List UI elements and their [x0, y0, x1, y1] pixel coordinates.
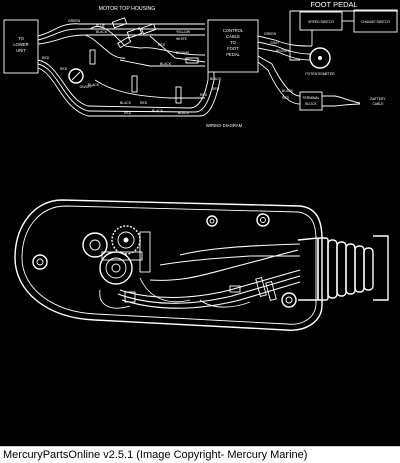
wire-label: RED [124, 111, 132, 115]
terminal-block-label-1: TERMINAL [302, 96, 319, 100]
lower-unit-box: TO LOWER UNIT [3, 19, 39, 74]
wire-label: BLACK [88, 83, 100, 87]
wiring-diagram: TO LOWER UNIT MOTOR TOP HOUSING CONTROL … [3, 0, 398, 128]
wire-label: GREEN [264, 32, 277, 36]
terminal-block-label-2: BLOCK [305, 102, 317, 106]
wire-label: GREEN [68, 19, 81, 23]
control-cable-label-5: PEDAL [226, 52, 240, 57]
control-cable-label-2: CABLE [226, 34, 240, 39]
speed-switch-label: SPEED SWITCH [308, 20, 334, 24]
wire-label: RED [282, 96, 290, 100]
wire-label: BLUE [96, 24, 106, 28]
harness-components [89, 17, 199, 104]
wire-label: RED [212, 87, 220, 91]
control-cable-label-1: CONTROL [223, 28, 244, 33]
control-cable-label-4: FOOT [227, 46, 239, 51]
wire-label: RED [200, 93, 208, 97]
gear-assembly [82, 225, 151, 285]
change-switch-label: CHANGE SWITCH [361, 20, 390, 24]
battery-cable-label-1: BATTERY [370, 97, 386, 101]
wire-label: YELLOW [176, 30, 191, 34]
speed-switch-box: SPEED SWITCH [299, 11, 343, 31]
wire-label: BROWN [176, 51, 190, 55]
pedal-harness [257, 35, 313, 105]
on-off-switch: ON/OFF [68, 68, 93, 89]
wire-label: BLACK [120, 101, 132, 105]
foot-pedal-outline [289, 11, 300, 61]
wire-label: BROWN [276, 49, 290, 53]
lower-unit-label-1: TO [18, 36, 24, 41]
wiring-and-housing-diagram: TO LOWER UNIT MOTOR TOP HOUSING CONTROL … [3, 0, 398, 331]
wire-label: BLACK [282, 89, 294, 93]
motor-housing-drawing [14, 199, 389, 331]
lower-unit-label-3: UNIT [16, 48, 26, 53]
switch-label: ON/OFF [80, 85, 93, 89]
terminal-block: TERMINAL BLOCK BATTERY CABLE [299, 91, 386, 111]
control-cable-label-3: TO [230, 40, 236, 45]
wire-label: RED [158, 43, 166, 47]
footer-bar: MercuryPartsOnline v2.5.1 (Image Copyrig… [0, 446, 400, 463]
battery-cable-label-2: CABLE [372, 102, 384, 106]
housing-outline [14, 199, 323, 331]
wire-label: WHITE [176, 37, 188, 41]
wire-labels: GREEN BLUE BLACK RED RED BLACK BLACK RED… [42, 19, 294, 115]
shaft-collar [297, 237, 329, 301]
wire-label: BLACK [160, 62, 172, 66]
wire-label: RED [42, 56, 50, 60]
foot-pedal-title: FOOT PEDAL [310, 0, 357, 9]
parts-diagram-viewer: TO LOWER UNIT MOTOR TOP HOUSING CONTROL … [0, 0, 400, 446]
cable-bellows [327, 235, 389, 301]
housing-wiring [99, 243, 301, 309]
control-cable-box: CONTROL CABLE TO FOOT PEDAL [207, 19, 259, 73]
copyright-caption: MercuryPartsOnline v2.5.1 (Image Copyrig… [3, 449, 308, 461]
main-harness [37, 23, 221, 117]
motor-top-housing-title: MOTOR TOP HOUSING [99, 6, 156, 12]
wire-label: RED [60, 67, 68, 71]
wire-label: GRAY [270, 41, 280, 45]
wire-label: BLACK [178, 111, 190, 115]
lower-unit-label-2: LOWER [13, 42, 28, 47]
wire-label: BLACK [96, 30, 108, 34]
potentiometer: POTENTIOMETER [305, 47, 335, 76]
wire-label: BLACK [152, 109, 164, 113]
potentiometer-label: POTENTIOMETER [305, 72, 335, 76]
wiring-diagram-title: WIRING DIAGRAM [206, 123, 243, 128]
change-switch-box: CHANGE SWITCH [353, 9, 398, 33]
wire-label: RED [140, 101, 148, 105]
wire-label: BLACK [210, 77, 222, 81]
mounting-bosses [32, 213, 297, 308]
